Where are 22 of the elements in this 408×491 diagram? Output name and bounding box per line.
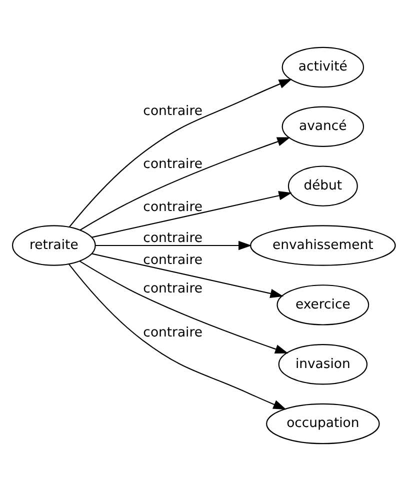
node-ellipse: invasion [278,344,368,385]
edge-label: contraire [143,230,202,246]
edge-label: contraire [143,104,202,120]
node-ellipse: activité [282,46,364,88]
arrow [68,264,286,410]
edge-label: contraire [143,252,202,268]
node-ellipse: avancé [282,106,364,147]
arrow [92,191,292,238]
node-ellipse: exercice [276,284,370,326]
edge-label: contraire [143,281,202,296]
node-ellipse: retraite [12,225,96,266]
arrow [68,78,292,228]
arrow [95,240,252,250]
arrow [80,137,290,230]
arrow [79,260,288,354]
edge-label: contraire [143,200,202,215]
edge-label: contraire [143,157,202,172]
arrow [92,253,284,298]
node-ellipse: début [288,166,358,206]
edge-label: contraire [143,325,202,340]
node-ellipse: occupation [266,403,380,444]
node-ellipse: envahissement [250,225,396,266]
